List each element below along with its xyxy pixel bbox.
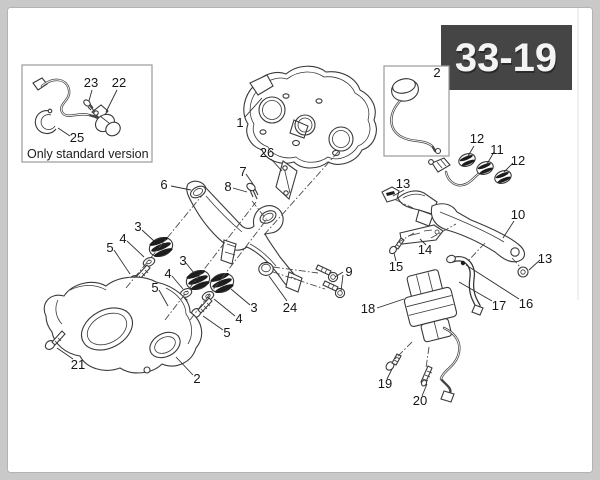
speed-sensor xyxy=(91,104,121,137)
callout-2-inset: 2 xyxy=(433,65,440,80)
leader-22 xyxy=(105,89,118,113)
bolt-15 xyxy=(389,237,405,255)
callout-7: 7 xyxy=(239,164,246,179)
callout-20: 20 xyxy=(413,393,427,408)
callout-21: 21 xyxy=(71,357,85,372)
cluster-tab xyxy=(249,74,274,96)
rear-bracket xyxy=(397,190,526,263)
callout-15: 15 xyxy=(389,259,403,274)
callout-17: 17 xyxy=(492,298,506,313)
bolt-9b xyxy=(322,280,346,299)
callout-23: 23 xyxy=(84,75,98,90)
callout-4c: 4 xyxy=(235,311,242,326)
clip-13 xyxy=(381,186,400,203)
threaded-stud xyxy=(420,365,433,387)
cap-11 xyxy=(476,161,494,175)
callout-2-cover: 2 xyxy=(193,371,200,386)
sensor-screw xyxy=(83,99,96,113)
callout-11: 11 xyxy=(490,142,504,157)
damper-a xyxy=(148,236,174,258)
callout-22: 22 xyxy=(112,75,126,90)
callout-3c: 3 xyxy=(250,300,257,315)
cover-screw xyxy=(44,330,66,350)
callout-19: 19 xyxy=(378,376,392,391)
callout-5a: 5 xyxy=(106,240,113,255)
circlip xyxy=(34,108,57,135)
callout-6: 6 xyxy=(160,177,167,192)
callout-13a: 13 xyxy=(396,176,410,191)
callout-10: 10 xyxy=(511,207,525,222)
callout-3a: 3 xyxy=(134,219,141,234)
bracket-foot-right xyxy=(285,271,303,293)
callout-4a: 4 xyxy=(119,231,126,246)
bolt-19 xyxy=(385,353,402,371)
sensor-tube xyxy=(446,254,484,316)
callout-12b: 12 xyxy=(511,153,525,168)
callout-3b: 3 xyxy=(179,253,186,268)
cap-12a xyxy=(458,153,476,167)
callout-labels: 1 26 7 8 6 3 4 5 3 4 5 3 4 5 9 24 2 21 1… xyxy=(71,115,552,408)
callout-13b: 13 xyxy=(538,251,552,266)
callout-18: 18 xyxy=(361,301,375,316)
inset-sensor-box: 2 xyxy=(383,65,450,157)
leader-lines xyxy=(56,97,541,397)
callout-12a: 12 xyxy=(470,131,484,146)
callout-24: 24 xyxy=(283,300,297,315)
callout-5c: 5 xyxy=(223,325,230,340)
callout-5b: 5 xyxy=(151,280,158,295)
nut xyxy=(258,262,274,276)
instrument-cluster xyxy=(243,65,377,169)
callout-16: 16 xyxy=(519,296,533,311)
callout-14: 14 xyxy=(418,242,432,257)
callout-8: 8 xyxy=(224,179,231,194)
page-code-shadow: 33-19 xyxy=(456,38,558,82)
inset-standard-version: 23 22 25 Only standard version xyxy=(21,64,153,163)
support-bracket xyxy=(186,180,303,293)
washer-13 xyxy=(517,266,529,278)
control-unit xyxy=(403,269,461,403)
page-code: 33-19 xyxy=(455,36,557,80)
callout-25: 25 xyxy=(70,130,84,145)
round-sensor xyxy=(390,78,442,155)
callout-4b: 4 xyxy=(164,266,171,281)
callout-26: 26 xyxy=(260,145,274,160)
inset-caption: Only standard version xyxy=(27,147,149,161)
assembly-axes xyxy=(125,151,522,369)
connector-set xyxy=(428,153,512,187)
bolt-9a xyxy=(315,264,339,283)
callout-1: 1 xyxy=(236,115,243,130)
callout-9: 9 xyxy=(345,264,352,279)
speed-sensor-cable xyxy=(32,77,100,120)
leader-25 xyxy=(57,127,71,137)
cap-12b xyxy=(494,170,512,184)
leader-23 xyxy=(88,89,93,102)
cluster-screw xyxy=(246,182,259,200)
dashboard-cover xyxy=(43,276,203,374)
page-code-badge: 33-19 33-19 xyxy=(441,25,572,90)
